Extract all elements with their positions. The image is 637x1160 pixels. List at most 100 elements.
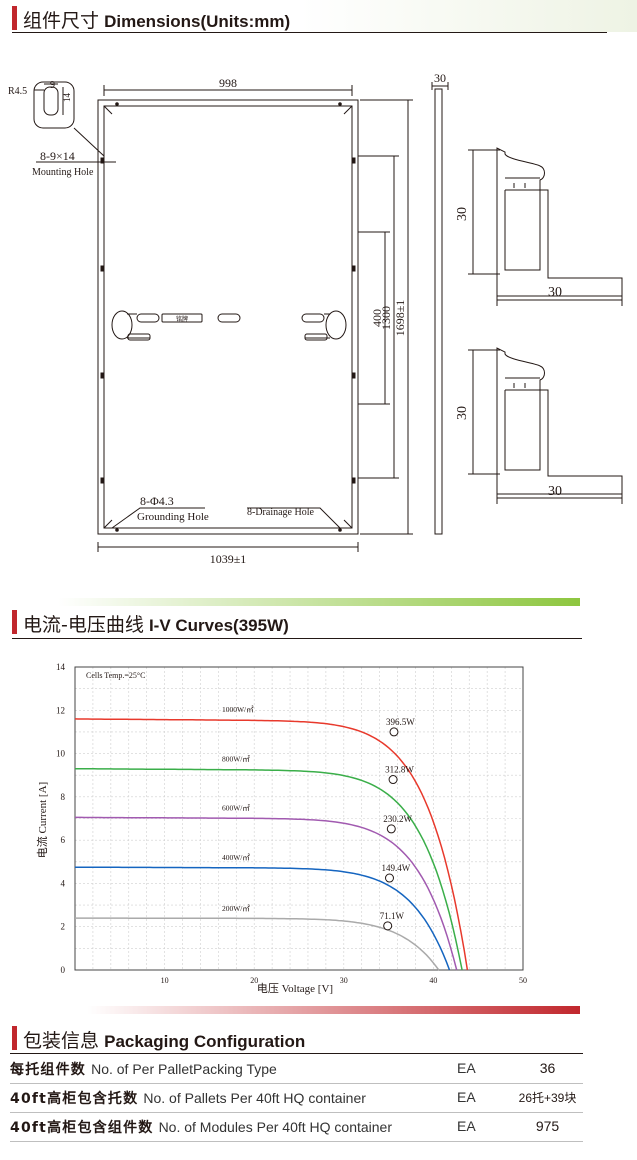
dim-slot-height: 14 xyxy=(62,93,72,103)
x-tick-label: 20 xyxy=(250,976,258,985)
series-line xyxy=(75,866,451,971)
mpp-label: 396.5W xyxy=(386,717,415,727)
ground-desc: Grounding Hole xyxy=(137,511,209,523)
table-divider xyxy=(10,1141,583,1142)
dim-1300-lines xyxy=(358,155,399,479)
row-value: 26托+39块 xyxy=(518,1091,577,1105)
y-tick-label: 2 xyxy=(61,922,66,932)
dim-400: 400 xyxy=(370,309,384,327)
y-tick-label: 12 xyxy=(56,705,65,715)
y-tick-label: 6 xyxy=(61,835,66,845)
frame-profile-2 xyxy=(468,347,623,504)
series-line xyxy=(74,718,469,971)
dim-radius: R4.5 xyxy=(8,86,27,97)
row-label-cn: 40ft高柜包含组件数 xyxy=(10,1120,154,1136)
profile2-width: 30 xyxy=(548,484,562,499)
panel-outline xyxy=(97,99,359,535)
packaging-title-cn: 包装信息 xyxy=(23,1030,100,1052)
profile1-width: 30 xyxy=(548,285,562,300)
row-unit: EA xyxy=(457,1089,476,1105)
header-rule xyxy=(12,32,607,33)
side-view xyxy=(434,88,443,535)
y-tick-label: 4 xyxy=(61,878,66,888)
header-gradient-1 xyxy=(300,0,637,32)
x-tick-label: 50 xyxy=(519,976,527,985)
y-tick-label: 10 xyxy=(56,749,66,759)
profile2-height: 30 xyxy=(455,406,470,420)
dim-slot-width: 9 xyxy=(50,80,55,91)
series-name: 800W/㎡ xyxy=(222,755,250,764)
dim-1698: 1698±1 xyxy=(393,300,407,337)
row-label-cn: 40ft高柜包含托数 xyxy=(10,1091,139,1107)
x-tick-label: 10 xyxy=(161,976,169,985)
row-label-en: No. of Modules Per 40ft HQ container xyxy=(158,1119,393,1135)
row-unit: EA xyxy=(457,1060,476,1076)
header-marker xyxy=(12,1026,17,1050)
row-label-en: No. of Pallets Per 40ft HQ container xyxy=(143,1090,366,1106)
detail-callout xyxy=(33,81,75,129)
plot-frame xyxy=(74,666,524,971)
packaging-header: 包装信息 Packaging Configuration xyxy=(0,1022,637,1056)
y-axis-label: 电流 Current [A] xyxy=(35,782,49,858)
header-gradient-3 xyxy=(0,1006,580,1014)
header-marker xyxy=(12,610,17,634)
dim-1300: 1300 xyxy=(379,306,393,330)
drainage-holes xyxy=(115,102,342,532)
junction-boxes xyxy=(111,310,347,341)
row-label-cn: 每托组件数 xyxy=(10,1062,86,1078)
series-line xyxy=(75,767,463,971)
series-name: 400W/㎡ xyxy=(222,853,250,862)
side-thickness: 30 xyxy=(434,71,446,85)
dimensions-header: 组件尺寸 Dimensions(Units:mm) xyxy=(0,0,637,34)
dimensions-title-cn: 组件尺寸 xyxy=(23,10,100,32)
y-tick-label: 14 xyxy=(56,662,66,672)
series-line xyxy=(75,816,458,971)
mpp-point xyxy=(389,727,399,737)
y-tick-label: 0 xyxy=(61,965,66,975)
table-row: 每托组件数 No. of Per PalletPacking Type EA 3… xyxy=(10,1055,580,1083)
series-name: 600W/㎡ xyxy=(222,803,250,812)
dim-1698-lines xyxy=(360,99,413,535)
dim-width: 998 xyxy=(219,76,237,90)
x-tick-label: 40 xyxy=(429,976,437,985)
header-marker xyxy=(12,6,17,30)
drain-desc: 8-Drainage Hole xyxy=(247,507,314,518)
mpp-point xyxy=(383,921,393,931)
row-unit: EA xyxy=(457,1118,476,1134)
dim-overall-width: 1039±1 xyxy=(210,552,247,566)
iv-header: 电流-电压曲线 I-V Curves(395W) xyxy=(0,606,637,640)
mount-label: 8-9×14 xyxy=(40,149,75,163)
mpp-label: 230.2W xyxy=(383,814,412,824)
table-row: 40ft高柜包含托数 No. of Pallets Per 40ft HQ co… xyxy=(10,1084,580,1112)
row-label-en: No. of Per PalletPacking Type xyxy=(91,1061,277,1077)
mpp-point xyxy=(384,873,394,883)
frame-profile-1 xyxy=(468,147,623,306)
series-name: 200W/㎡ xyxy=(222,904,250,913)
mpp-label: 312.8W xyxy=(385,765,414,775)
dimension-drawing: 998 1039±1 400 1300 1698±1 R4.5 9 14 8-9… xyxy=(8,71,623,566)
iv-title-en: I-V Curves(395W) xyxy=(148,616,289,635)
ground-label: 8-Φ4.3 xyxy=(140,494,174,508)
packaging-title-en: Packaging Configuration xyxy=(104,1032,306,1051)
header-gradient-2 xyxy=(0,598,580,606)
mpp-label: 149.4W xyxy=(381,863,410,873)
x-axis-label: 电压 Voltage [V] xyxy=(257,982,333,995)
row-value: 36 xyxy=(539,1060,556,1076)
panel-inner-frame xyxy=(103,105,353,529)
x-tick-label: 30 xyxy=(340,976,348,985)
mount-desc: Mounting Hole xyxy=(32,167,94,178)
y-tick-label: 8 xyxy=(61,792,66,802)
mpp-label: 71.1W xyxy=(380,911,405,921)
row-value: 975 xyxy=(535,1118,560,1134)
table-divider xyxy=(10,1112,583,1113)
mpp-point xyxy=(388,775,398,785)
mounting-holes xyxy=(100,157,356,484)
table-row: 40ft高柜包含组件数 No. of Modules Per 40ft HQ c… xyxy=(10,1113,580,1141)
chart-annotation: Cells Temp.=25°C xyxy=(86,671,145,680)
iv-title-cn: 电流-电压曲线 xyxy=(23,614,144,636)
dimensions-title-en: Dimensions(Units:mm) xyxy=(104,12,291,31)
dim-400-lines xyxy=(358,231,390,405)
header-rule xyxy=(12,638,582,639)
series-line xyxy=(75,917,440,971)
